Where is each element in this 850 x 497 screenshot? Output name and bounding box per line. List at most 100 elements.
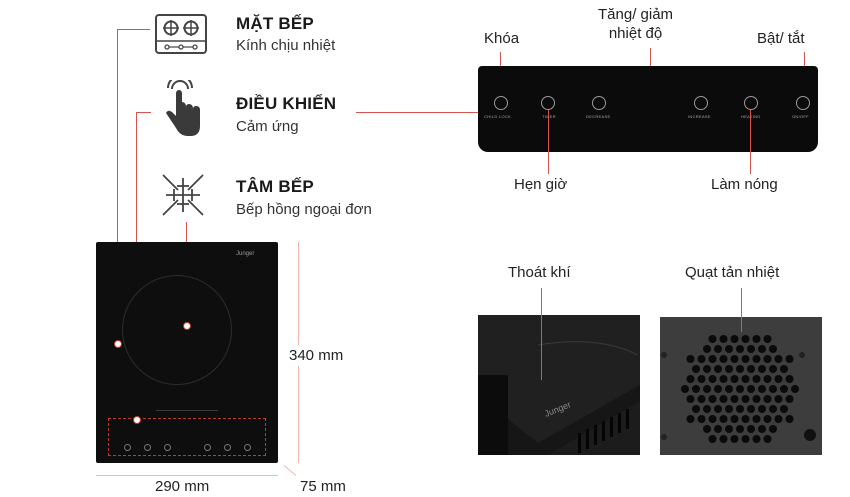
fan-vent-hole (763, 435, 772, 443)
touch-hand-icon (158, 75, 204, 143)
fan-vent-hole (774, 375, 783, 383)
feature-subtitle: Bếp hồng ngoại đơn (236, 201, 372, 218)
power-button (796, 96, 810, 110)
control-dot (144, 444, 151, 451)
fan-vent-hole (725, 405, 733, 413)
fan-vent-hole (752, 415, 761, 423)
fan-vent-hole (697, 395, 706, 403)
child-lock-button (494, 96, 508, 110)
burner-ring (122, 275, 232, 385)
dimension-line-depth (283, 464, 297, 477)
fan-vent-hole (780, 365, 788, 373)
feature-subtitle: Cảm ứng (236, 118, 299, 135)
fan-vent-hole (730, 435, 739, 443)
fan-vent-hole (780, 405, 788, 413)
fan-vent-hole (752, 435, 761, 443)
fan-vent-hole (752, 375, 761, 383)
fan-vent-hole (741, 435, 750, 443)
fan-vent-hole (725, 365, 733, 373)
fan-vent-hole (758, 345, 766, 353)
callout-line (356, 112, 478, 113)
control-dot (164, 444, 171, 451)
control-dot (124, 444, 131, 451)
button-caption: CHILD LOCK (484, 114, 512, 119)
feature-subtitle: Kính chịu nhiệt (236, 37, 336, 54)
fan-vent-hole (708, 395, 717, 403)
fan-vent-hole (785, 375, 794, 383)
heating-label: Làm nóng (711, 176, 778, 193)
fan-vent-hole (708, 415, 717, 423)
fan-vent-hole (774, 355, 783, 363)
fan-vent-hole (703, 425, 711, 433)
control-dot (224, 444, 231, 451)
fan-vent-hole (708, 435, 717, 443)
fan-photo (660, 317, 822, 455)
fan-vent-hole (730, 415, 739, 423)
fan-vent-hole (719, 335, 728, 343)
fan-vent-hole (686, 355, 695, 363)
fan-vent-hole (719, 415, 728, 423)
button-caption: DECREASE (586, 114, 611, 119)
fan-vent-hole (714, 405, 722, 413)
vent-photo: Junger (478, 315, 640, 455)
fan-vent-hole (725, 385, 733, 393)
callout-line (541, 288, 542, 380)
fan-vent-hole (758, 425, 766, 433)
fan-vent-hole (747, 425, 755, 433)
fan-vent-hole (714, 385, 722, 393)
dimension-line-width (96, 475, 278, 476)
fan-vent-hole (719, 355, 728, 363)
fan-vent-hole (697, 375, 706, 383)
fan-vent-hole (719, 375, 728, 383)
fan-vent-hole (736, 405, 744, 413)
fan-vent-hole (769, 345, 777, 353)
fan-vent-hole (785, 355, 794, 363)
dimension-width: 290 mm (155, 478, 210, 495)
stove-top-icon (155, 14, 207, 59)
dimension-height: 340 mm (289, 345, 344, 366)
fan-vent-hole (686, 415, 695, 423)
callout-line (136, 112, 151, 113)
callout-line (750, 110, 751, 174)
fan-vent-hole (763, 395, 772, 403)
infrared-burner-icon (160, 172, 206, 223)
fan-vent-hole (692, 405, 700, 413)
fan-vent-hole (747, 345, 755, 353)
fan-vent-hole (774, 395, 783, 403)
fan-vent-hole (769, 365, 777, 373)
fan-vent-hole (725, 425, 733, 433)
callout-dot (133, 416, 141, 424)
fan-vent-hole (747, 365, 755, 373)
fan-vent-hole (730, 335, 739, 343)
fan-vent-hole (791, 385, 799, 393)
fan-vent-hole (714, 425, 722, 433)
fan-vent-hole (758, 405, 766, 413)
fan-label: Quạt tản nhiệt (685, 264, 780, 281)
callout-line (548, 110, 549, 174)
fan-vent-hole (785, 395, 794, 403)
button-caption: INCREASE (688, 114, 711, 119)
burner-marking (156, 410, 218, 411)
fan-vent-hole (769, 405, 777, 413)
fan-vent-hole (708, 335, 717, 343)
fan-vent-hole (703, 345, 711, 353)
vent-label: Thoát khí (508, 264, 571, 281)
fan-vent-hole (692, 385, 700, 393)
adjust-label: Tăng/ giảm nhiệt độ (598, 6, 674, 42)
fan-vent-hole (730, 355, 739, 363)
fan-vent-hole (736, 345, 744, 353)
fan-vent-hole (736, 385, 744, 393)
control-panel-closeup: CHILD LOCK TIMER DECREASE INCREASE HEATI… (478, 66, 818, 152)
control-strip (108, 418, 266, 456)
fan-vent-hole (763, 355, 772, 363)
fan-vent-hole (752, 355, 761, 363)
fan-vent-hole (697, 355, 706, 363)
cooktop-top-view: Junger (96, 242, 278, 463)
fan-vent-hole (741, 415, 750, 423)
fan-vent-hole (692, 365, 700, 373)
lock-label: Khóa (484, 30, 520, 47)
feature-title: MẶT BẾP (236, 14, 314, 33)
fan-vent-hole (681, 385, 689, 393)
fan-vent-hole (747, 385, 755, 393)
fan-vent-hole (697, 415, 706, 423)
